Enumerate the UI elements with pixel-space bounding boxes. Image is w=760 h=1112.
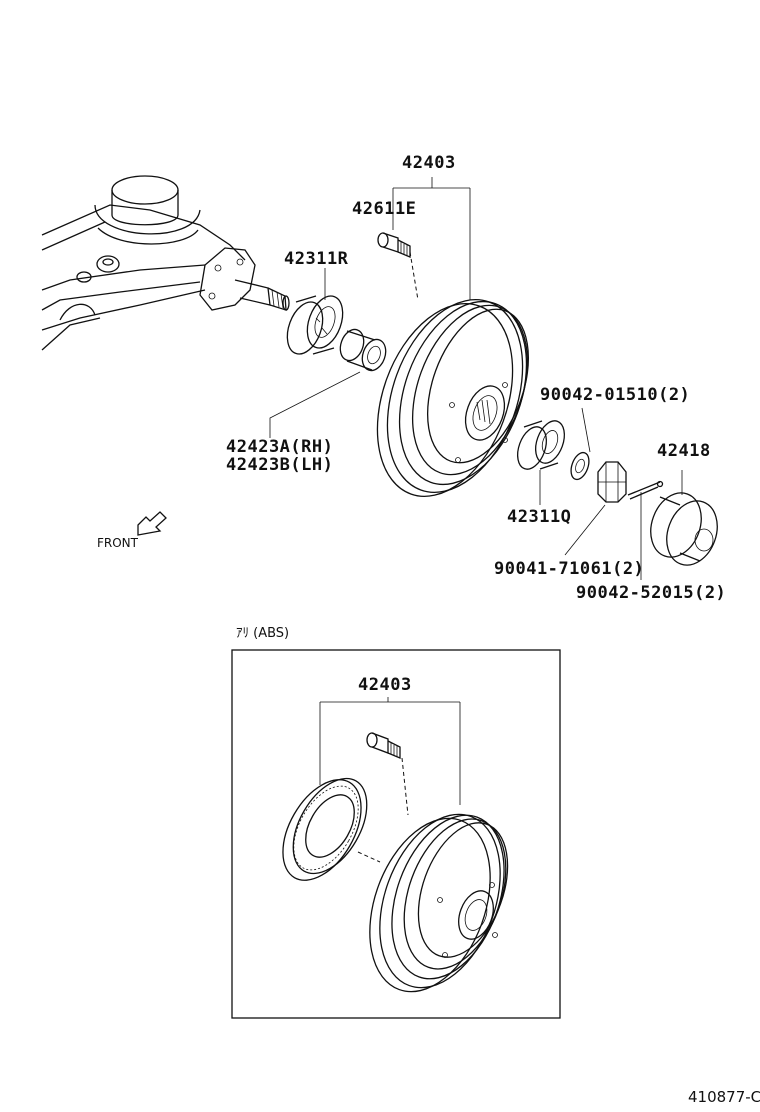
part-label-grease-cap: 42418 <box>657 441 711 461</box>
abs-section-label: ｱﾘ (ABS) <box>236 626 290 641</box>
brake-drum-illustration <box>376 299 530 497</box>
castle-nut-illustration <box>597 461 627 503</box>
axle-beam-illustration <box>41 175 290 351</box>
part-label-abs-drum: 42403 <box>358 675 412 695</box>
part-label-drum: 42403 <box>402 153 456 173</box>
inner-bearing-illustration <box>286 295 344 355</box>
part-label-spacer-lh: 42423B(LH) <box>226 455 334 475</box>
outer-bearing-illustration <box>517 420 565 470</box>
leader-lines <box>269 177 683 580</box>
diagram-code: 410877-C <box>688 1088 760 1106</box>
part-label-hub-bolt: 42611E <box>352 199 417 219</box>
cotter-pin-illustration <box>627 480 664 500</box>
part-label-spacer-rh: 42423A(RH) <box>226 437 334 457</box>
front-label: FRONT <box>97 536 138 550</box>
part-label-inner-bearing: 42311R <box>284 249 349 269</box>
part-label-nut: 90041-71061(2) <box>494 559 645 579</box>
abs-inset-frame <box>231 649 561 1019</box>
part-label-washer: 90042-01510(2) <box>540 385 691 405</box>
part-label-cotter-pin: 90042-52015(2) <box>576 583 727 603</box>
abs-drum-illustration <box>282 697 509 993</box>
part-label-outer-bearing: 42311Q <box>507 507 572 527</box>
front-arrow-icon <box>137 511 167 536</box>
grease-cap-illustration <box>650 492 718 566</box>
spacer-illustration <box>339 328 387 372</box>
washer-illustration <box>570 451 590 481</box>
hub-bolt-illustration <box>377 232 419 301</box>
